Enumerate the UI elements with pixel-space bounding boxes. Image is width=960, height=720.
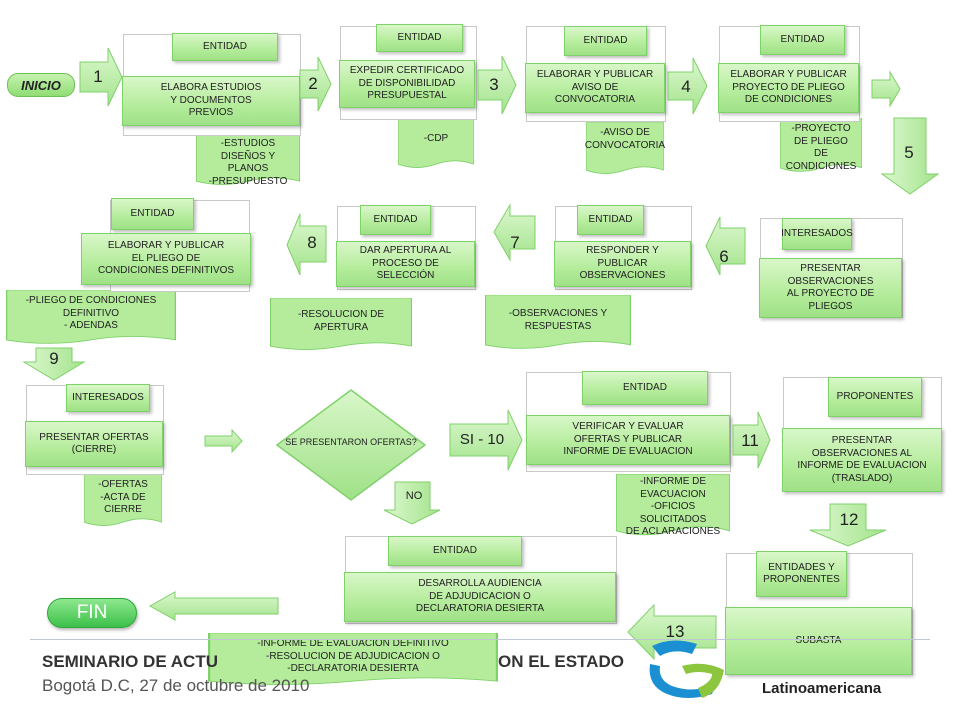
step-1: 1: [93, 67, 103, 86]
task-box-6: RESPONDER Y PUBLICAR OBSERVACIONES: [554, 241, 691, 287]
start-terminal: INICIO: [7, 73, 75, 97]
actor-box-3: ENTIDAD: [564, 26, 647, 56]
document-13: -INFORME DE EVALUACION DEFINITIVO -RESOL…: [208, 633, 498, 689]
decision-question: SE PRESENTARON OFERTAS?: [285, 437, 417, 447]
organization-logo: [649, 640, 724, 698]
step-no: NO: [405, 490, 423, 502]
task-box-8: ELABORAR Y PUBLICAR EL PLIEGO DE CONDICI…: [81, 233, 251, 285]
step-2: 2: [308, 74, 318, 93]
organization-name: Latinoamericana: [762, 680, 882, 697]
document-7-text: -RESOLUCION DE APERTURA: [297, 309, 385, 333]
actor-box-2: ENTIDAD: [376, 24, 463, 52]
step-8: 8: [307, 233, 317, 252]
footer-title-end: ON EL ESTADO: [498, 652, 624, 671]
document-3-text: -AVISO DE CONVOCATORIA: [584, 127, 666, 151]
task-box-11: PRESENTAR OBSERVACIONES AL INFORME DE EV…: [782, 428, 942, 492]
actor-box-1: ENTIDAD: [172, 33, 278, 61]
document-9: -OFERTAS -ACTA DE CIERRE: [84, 474, 162, 530]
document-2-text: -CDP: [423, 133, 449, 144]
step-si-10: SI - 10: [459, 430, 505, 448]
footer-title: SEMINARIO DE ACTU: [42, 652, 218, 672]
document-3: -AVISO DE CONVOCATORIA: [584, 122, 666, 178]
document-4: -PROYECTO DE PLIEGO DE CONDICIONES: [780, 118, 862, 176]
step-9: 9: [49, 349, 59, 368]
actor-box-6: ENTIDAD: [577, 205, 644, 235]
step-3: 3: [489, 75, 499, 94]
end-label: FIN: [76, 602, 108, 623]
task-box-9: PRESENTAR OFERTAS (CIERRE): [25, 421, 163, 467]
arrow-to-end: [148, 591, 279, 621]
document-8-text: -PLIEGO DE CONDICIONES DEFINITIVO - ADEN…: [25, 295, 157, 331]
step-13: 13: [665, 622, 685, 641]
task-box-5: PRESENTAR OBSERVACIONES AL PROYECTO DE P…: [759, 258, 902, 318]
actor-box-13: ENTIDAD: [388, 536, 522, 566]
actor-box-8: ENTIDAD: [111, 198, 194, 230]
step-4: 4: [681, 77, 691, 96]
footer-date: Bogotá D.C, 27 de octubre de 2010: [42, 676, 310, 695]
footer-divider: [30, 639, 930, 640]
document-8: -PLIEGO DE CONDICIONES DEFINITIVO - ADEN…: [6, 290, 176, 348]
actor-box-5: INTERESADOS: [781, 218, 853, 250]
document-10-text: -INFORME DE EVACUACION -OFICIOS SOLICITA…: [625, 476, 721, 537]
document-6: -OBSERVACIONES Y RESPUESTAS: [485, 295, 631, 353]
actor-box-12: ENTIDADES Y PROPONENTES: [756, 551, 847, 597]
start-label: INICIO: [21, 77, 61, 93]
decision-node: SE PRESENTARON OFERTAS?: [275, 388, 427, 502]
task-box-4: ELABORAR Y PUBLICAR PROYECTO DE PLIEGO D…: [718, 63, 859, 113]
arrow-to-decision: [204, 428, 243, 454]
arrow-4b: [871, 70, 901, 108]
task-box-2: EXPEDIR CERTIFICADO DE DISPONIBILIDAD PR…: [339, 60, 475, 108]
step-11: 11: [741, 431, 759, 450]
task-box-12: SUBASTA: [725, 607, 912, 675]
actor-box-11: PROPONENTES: [828, 377, 922, 417]
task-box-13: DESARROLLA AUDIENCIA DE ADJUDICACION O D…: [344, 572, 616, 622]
actor-box-10: ENTIDAD: [582, 371, 708, 405]
actor-box-9: INTERESADOS: [66, 384, 150, 412]
step-6: 6: [719, 247, 729, 266]
task-box-1: ELABORA ESTUDIOS Y DOCUMENTOS PREVIOS: [122, 76, 300, 126]
task-box-7: DAR APERTURA AL PROCESO DE SELECCIÓN: [336, 241, 475, 287]
document-7: -RESOLUCION DE APERTURA: [270, 298, 412, 354]
document-9-text: -OFERTAS -ACTA DE CIERRE: [98, 479, 148, 515]
document-13-text: -INFORME DE EVALUACION DEFINITIVO -RESOL…: [257, 638, 449, 674]
end-terminal: FIN: [47, 598, 137, 628]
document-2: -CDP: [398, 116, 474, 172]
document-1-text: -ESTUDIOS DISEÑOS Y PLANOS -PRESUPUESTO: [208, 138, 288, 187]
step-12: 12: [839, 510, 859, 529]
step-5: 5: [904, 143, 914, 162]
step-7: 7: [510, 233, 520, 252]
actor-box-4: ENTIDAD: [760, 25, 845, 55]
document-1: -ESTUDIOS DISEÑOS Y PLANOS -PRESUPUESTO: [196, 133, 300, 189]
document-4-text: -PROYECTO DE PLIEGO DE CONDICIONES: [785, 123, 857, 172]
document-6-text: -OBSERVACIONES Y RESPUESTAS: [508, 308, 608, 332]
document-10: -INFORME DE EVACUACION -OFICIOS SOLICITA…: [616, 474, 730, 540]
footer-title-start: SEMINARIO DE ACTU: [42, 652, 218, 671]
task-box-10: VERIFICAR Y EVALUAR OFERTAS Y PUBLICAR I…: [526, 415, 730, 465]
task-box-3: ELABORAR Y PUBLICAR AVISO DE CONVOCATORI…: [525, 63, 665, 113]
actor-box-7: ENTIDAD: [360, 205, 431, 235]
